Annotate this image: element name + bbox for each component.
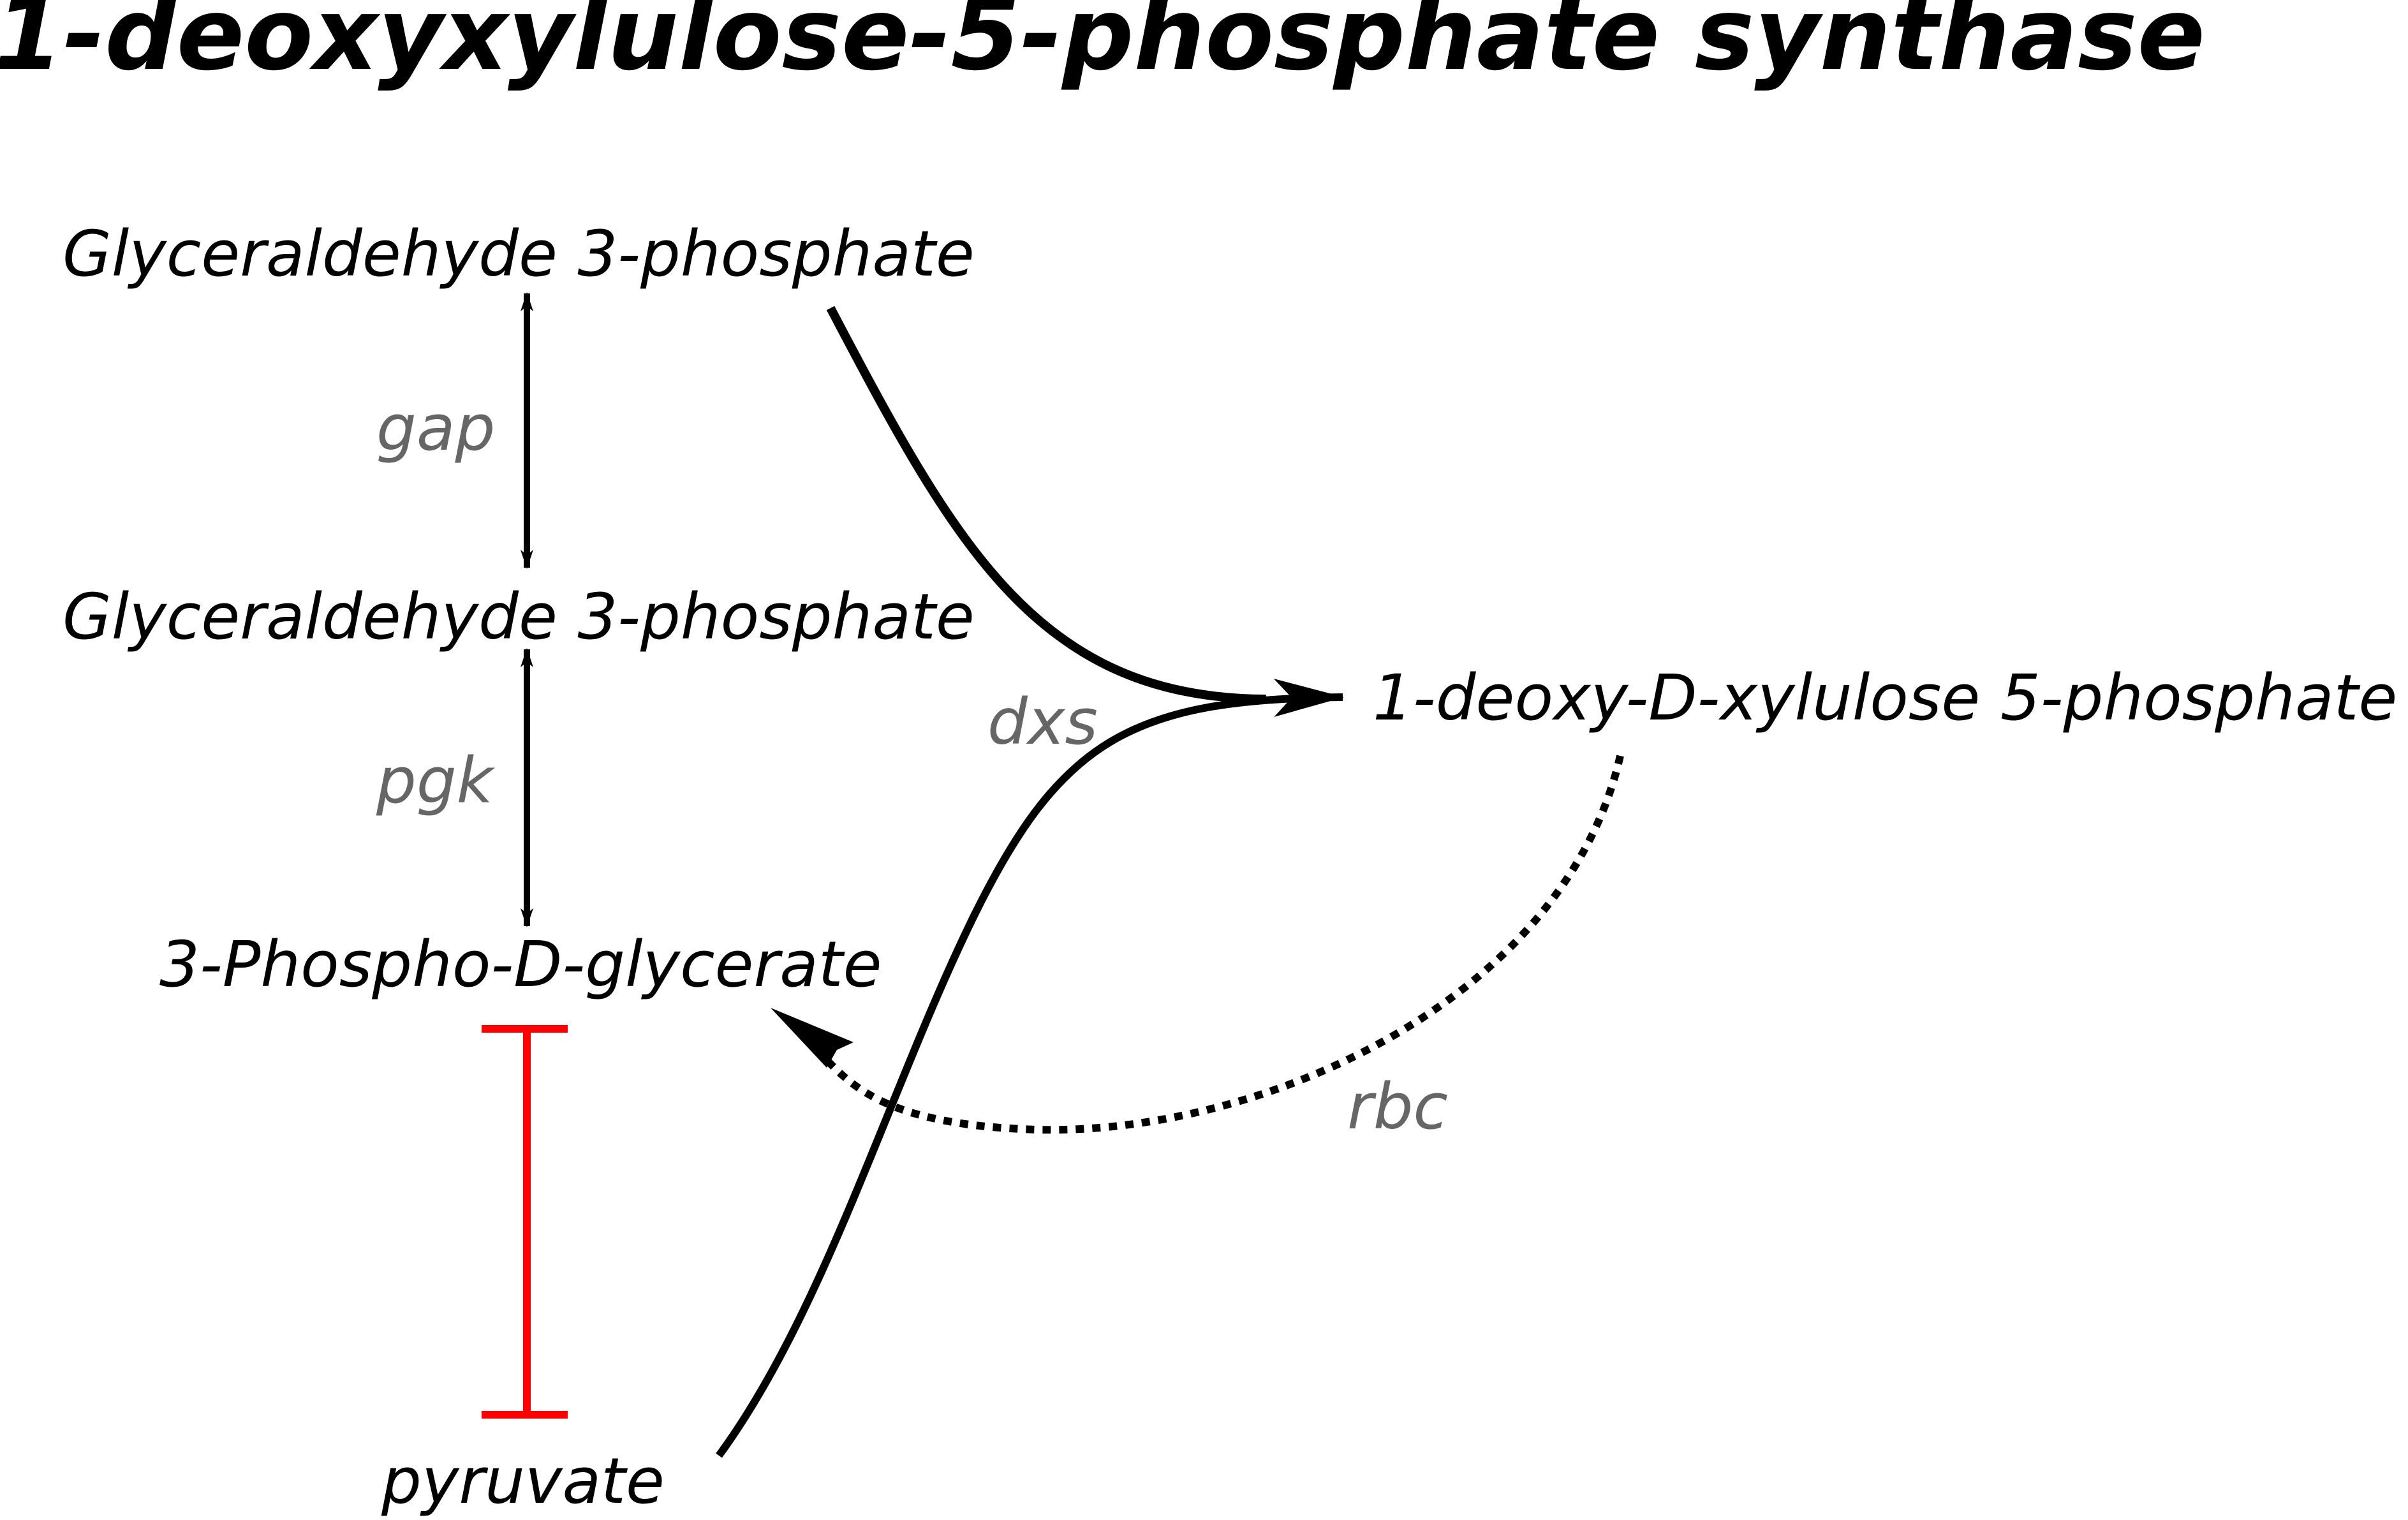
node-glyceraldehyde-3-phosphate-middle: Glyceraldehyde 3-phosphate (63, 580, 975, 654)
node-3-phospho-d-glycerate: 3-Phospho-D-glycerate (159, 928, 882, 1001)
node-glyceraldehyde-3-phosphate-top: Glyceraldehyde 3-phosphate (63, 218, 975, 291)
edge-rbc-arrowhead (771, 1008, 853, 1068)
node-pyruvate: pyruvate (381, 1445, 665, 1518)
edge-dxs-from-glyceraldehyde-3-phosphate (826, 306, 1267, 704)
enzyme-label-pgk: pgk (376, 744, 496, 818)
edge-inhibition (482, 1025, 568, 1419)
edge-rbc-dotted-arrow (820, 755, 1624, 1134)
node-1-deoxy-d-xylulose-5-phosphate: 1-deoxy-D-xylulose 5-phosphate (1373, 661, 2397, 735)
diagram-title: 1-deoxyxylulose-5-phosphate synthase (0, 0, 2205, 93)
enzyme-label-dxs: dxs (987, 686, 1098, 759)
enzyme-label-gap: gap (376, 392, 495, 465)
edge-dxs-from-pyruvate (716, 678, 1344, 1458)
enzyme-label-rbc: rbc (1347, 1070, 1448, 1144)
